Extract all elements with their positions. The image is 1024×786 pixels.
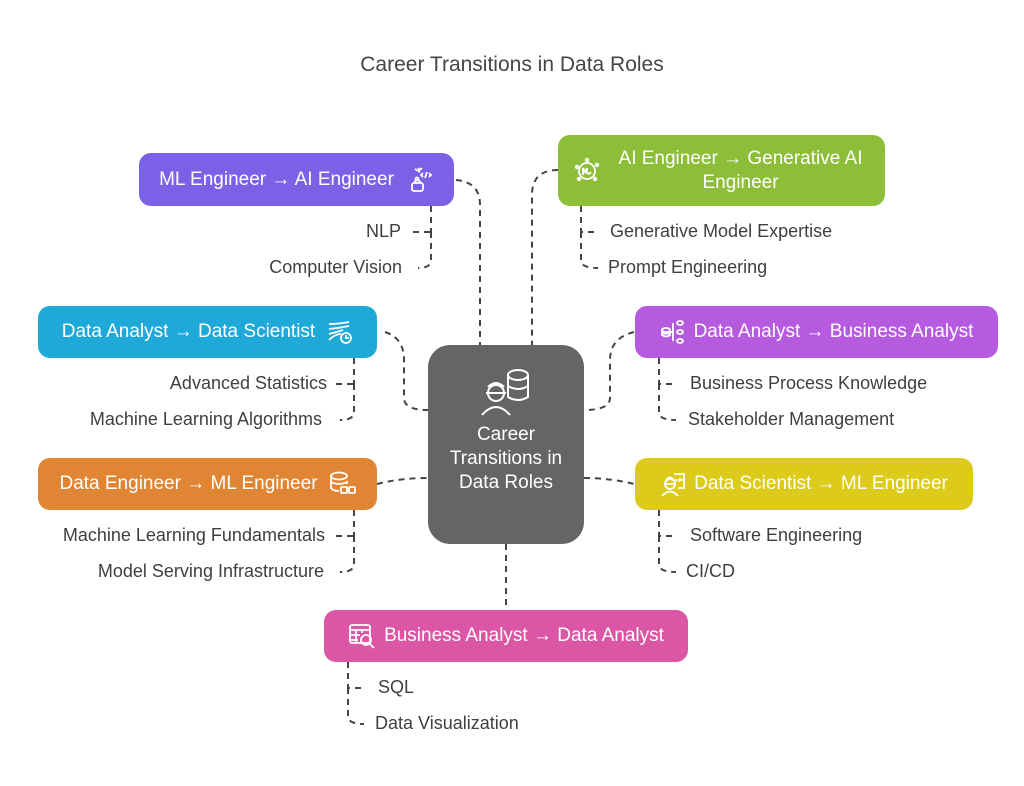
connector-ds-ml bbox=[583, 477, 635, 485]
engineer-code-icon bbox=[660, 470, 688, 498]
skill-item: Model Serving Infrastructure bbox=[97, 561, 324, 581]
skill-item: SQL bbox=[378, 677, 415, 697]
skill-item: Machine Learning Algorithms bbox=[89, 409, 322, 429]
transition-da-to-ds[interactable]: Data Analyst → Data Scientist bbox=[38, 306, 377, 358]
database-nodes-icon bbox=[328, 470, 356, 498]
skill-connector bbox=[347, 662, 365, 725]
skill-item: Advanced Statistics bbox=[169, 373, 327, 393]
transition-label: Data Analyst → Business Analyst bbox=[693, 321, 974, 342]
engineer-database-icon bbox=[481, 369, 529, 416]
transition-ai-to-genai[interactable]: AI Engineer → Generative AI Engineer bbox=[558, 135, 885, 206]
skill-connector bbox=[336, 358, 355, 421]
skill-item: CI/CD bbox=[686, 561, 735, 581]
database-hierarchy-icon bbox=[660, 318, 688, 346]
transition-ds-to-ml[interactable]: Data Scientist → ML Engineer bbox=[635, 458, 973, 510]
skill-item: NLP bbox=[365, 221, 401, 241]
skill-item: Business Process Knowledge bbox=[690, 373, 928, 393]
transition-label: ML Engineer → AI Engineer bbox=[159, 168, 394, 190]
connector-da-ba bbox=[583, 331, 635, 411]
skill-connector bbox=[658, 358, 677, 421]
skill-connector bbox=[336, 510, 355, 573]
transition-label: Data Scientist → ML Engineer bbox=[694, 473, 948, 494]
center-node[interactable]: Career Transitions in Data Roles bbox=[428, 345, 584, 544]
transition-ba-to-da[interactable]: Business Analyst → Data Analyst bbox=[324, 610, 688, 662]
transition-ml-to-ai[interactable]: ML Engineer → AI Engineer bbox=[139, 153, 454, 206]
skill-item: Software Engineering bbox=[690, 525, 863, 545]
transition-label: Business Analyst → Data Analyst bbox=[384, 625, 664, 646]
data-flow-chart-icon bbox=[325, 318, 353, 346]
table-search-icon bbox=[348, 622, 376, 650]
skill-item: Prompt Engineering bbox=[608, 257, 768, 277]
ai-sparkle-icon bbox=[573, 157, 601, 185]
connector-ml-ai bbox=[455, 179, 481, 345]
transition-de-to-ml[interactable]: Data Engineer → ML Engineer bbox=[38, 458, 377, 510]
skill-item: Machine Learning Fundamentals bbox=[62, 525, 325, 545]
skill-connector bbox=[580, 206, 599, 269]
skill-connector bbox=[658, 510, 677, 573]
transition-label: Data Engineer → ML Engineer bbox=[59, 473, 318, 494]
connector-da-ds bbox=[384, 331, 429, 411]
skill-item: Computer Vision bbox=[269, 257, 402, 277]
skill-connector bbox=[413, 206, 432, 269]
robot-code-icon bbox=[406, 166, 434, 194]
skill-item: Stakeholder Management bbox=[688, 409, 895, 429]
connector-de-ml bbox=[376, 477, 429, 485]
center-label: Career Transitions in Data Roles bbox=[449, 424, 563, 493]
diagram-title: Career Transitions in Data Roles bbox=[360, 53, 664, 76]
transition-label: AI Engineer → Generative AI Engineer bbox=[618, 147, 863, 193]
skill-item: Generative Model Expertise bbox=[610, 221, 833, 241]
skill-item: Data Visualization bbox=[375, 713, 519, 733]
connector-ai-genai bbox=[531, 169, 559, 345]
transition-da-to-ba[interactable]: Data Analyst → Business Analyst bbox=[635, 306, 998, 358]
transition-label: Data Analyst → Data Scientist bbox=[61, 321, 316, 342]
